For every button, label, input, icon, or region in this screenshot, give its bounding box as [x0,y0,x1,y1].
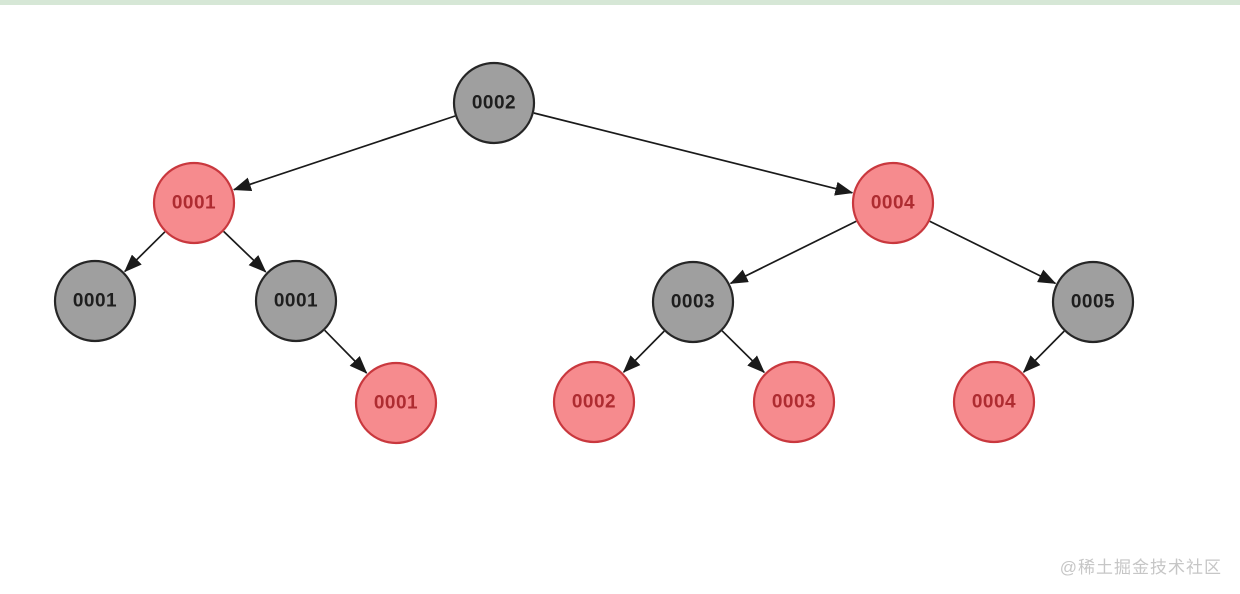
tree-node-l3-b: 0002 [552,360,636,444]
tree-node-l1-right: 0004 [851,161,935,245]
node-label: 0005 [1071,292,1115,313]
tree-node-l2-a: 0001 [53,259,137,343]
node-label: 0003 [671,292,715,313]
tree-edge [124,231,166,273]
tree-edge [929,220,1057,285]
node-label: 0003 [772,392,816,413]
tree-edge [232,115,456,191]
node-circle [254,259,338,343]
node-label: 0001 [73,291,117,312]
node-circle [152,161,236,245]
node-circle [1051,260,1135,344]
tree-edge [721,330,765,374]
node-label: 0002 [472,93,516,114]
tree-node-l3-a: 0001 [354,361,438,445]
node-label: 0001 [374,393,418,414]
node-circle [851,161,935,245]
node-label: 0004 [871,193,915,214]
node-circle [952,360,1036,444]
tree-node-l1-left: 0001 [152,161,236,245]
tree-node-l3-d: 0004 [952,360,1036,444]
tree-edge [729,220,857,285]
watermark: @稀土掘金技术社区 [1059,558,1222,577]
node-circle [354,361,438,445]
tree-edge [533,112,854,196]
tree-edge [622,330,665,373]
tree-edge [223,230,267,273]
node-label: 0001 [172,193,216,214]
tree-edge [324,329,368,374]
tree-node-l2-b: 0001 [254,259,338,343]
node-circle [752,360,836,444]
node-label: 0004 [972,392,1016,413]
node-label: 0002 [572,392,616,413]
top-accent-bar [0,0,1240,5]
tree-node-root: 0002 [452,61,536,145]
node-circle [651,260,735,344]
tree-node-l2-c: 0003 [651,260,735,344]
node-circle [53,259,137,343]
tree-node-l3-c: 0003 [752,360,836,444]
tree-node-l2-d: 0005 [1051,260,1135,344]
node-circle [452,61,536,145]
node-label: 0001 [274,291,318,312]
node-circle [552,360,636,444]
tree-edge [1022,330,1065,373]
